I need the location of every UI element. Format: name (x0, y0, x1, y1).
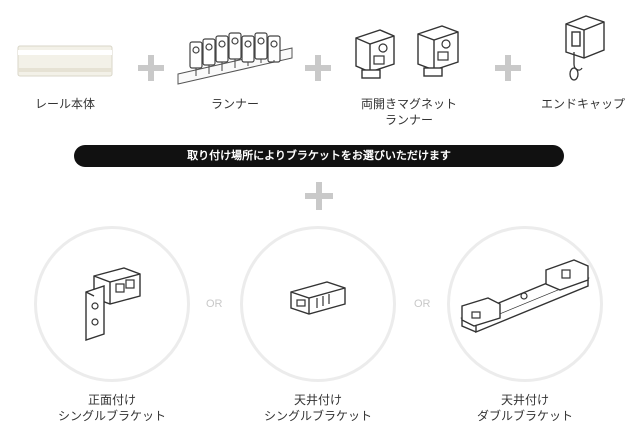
or-separator: OR (414, 298, 431, 310)
component-label-endcap: エンドキャップ (540, 97, 625, 111)
bracket-label-ceiling-single-line1: 天井付け (293, 393, 342, 407)
end-cap-icon (565, 15, 605, 81)
bracket-label-ceiling-double-line2: ダブルブラケット (476, 409, 573, 423)
bracket-label-ceiling-double-line1: 天井付け (500, 393, 549, 407)
bracket-label-ceiling-single-line2: シングルブラケット (263, 409, 372, 423)
component-label-magnet-line1: 両開きマグネット (360, 97, 457, 111)
component-label-runner: ランナー (210, 97, 259, 111)
or-separator: OR (206, 298, 223, 310)
bracket-label-front-line2: シングルブラケット (57, 409, 166, 423)
ceiling-double-bracket-icon (460, 259, 590, 334)
front-single-bracket-icon (85, 267, 141, 341)
component-label-magnet-line2: ランナー (384, 113, 433, 127)
curtain-rail-icon (17, 45, 113, 77)
plus-icon (305, 182, 333, 210)
plus-icon (495, 55, 521, 81)
plus-icon (138, 55, 164, 81)
runner-strip-icon (177, 32, 293, 85)
component-label-rail: レール本体 (34, 97, 95, 111)
ceiling-single-bracket-icon (290, 281, 346, 315)
bracket-selection-banner: 取り付け場所によりブラケットをお選びいただけます (74, 145, 564, 167)
magnet-runner-icon (355, 25, 459, 79)
bracket-label-front-line1: 正面付け (87, 393, 136, 407)
plus-icon (305, 55, 331, 81)
